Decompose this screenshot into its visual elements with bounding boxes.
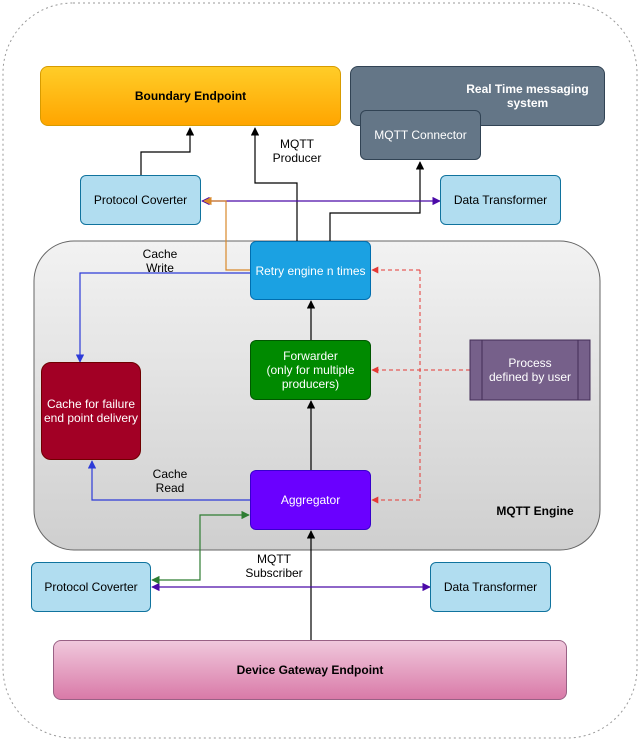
boundary-endpoint-label: Boundary Endpoint [134,89,247,103]
boundary-endpoint-box: Boundary Endpoint [40,66,341,126]
mqtt-producer-label: MQTT Producer [272,137,322,165]
mqtt-engine-label: MQTT Engine [496,504,574,518]
protocol-converter-bottom-box: Protocol Coverter [31,562,151,612]
realtime-system-label: Real Time messaging system [466,82,589,110]
data-transformer-bottom-box: Data Transformer [430,562,551,612]
edge-retry-to-protocol-top [203,196,250,271]
mqtt-subscriber-label: MQTT Subscriber [245,552,303,580]
retry-engine-box: Retry engine n times [250,241,371,300]
edge-cache-write [75,272,250,363]
protocol-converter-bottom-label: Protocol Coverter [44,580,138,594]
process-box-shape [469,339,591,401]
protocol-converter-top-box: Protocol Coverter [80,175,201,225]
mqtt-connector-label: MQTT Connector [374,128,467,142]
data-transformer-bottom-label: Data Transformer [443,580,538,594]
edge-protocol-to-boundary [140,127,195,175]
edge-retry-to-connector [329,161,425,241]
aggregator-label: Aggregator [280,493,341,507]
data-transformer-top-label: Data Transformer [453,193,548,207]
edge-protocol-to-aggregator [151,510,250,585]
device-gateway-label: Device Gateway Endpoint [236,663,384,677]
protocol-converter-top-label: Protocol Coverter [93,193,188,207]
edge-cache-read [87,460,250,501]
process-user-label: Process defined by user [488,356,572,384]
mqtt-connector-box: MQTT Connector [360,110,481,160]
device-gateway-box: Device Gateway Endpoint [53,640,567,700]
cache-failure-box: Cache for failure end point delivery [41,362,141,460]
forwarder-label: Forwarder (only for multiple producers) [266,349,355,391]
cache-write-label: Cache Write [142,247,178,275]
aggregator-box: Aggregator [250,470,371,530]
cache-read-label: Cache Read [152,467,188,495]
edge-retry-to-boundary [250,127,298,241]
retry-engine-label: Retry engine n times [255,263,366,278]
process-user-box: Process defined by user [470,340,590,400]
cache-failure-label: Cache for failure end point delivery [43,397,139,425]
data-transformer-top-box: Data Transformer [440,175,561,225]
forwarder-box: Forwarder (only for multiple producers) [250,340,371,400]
